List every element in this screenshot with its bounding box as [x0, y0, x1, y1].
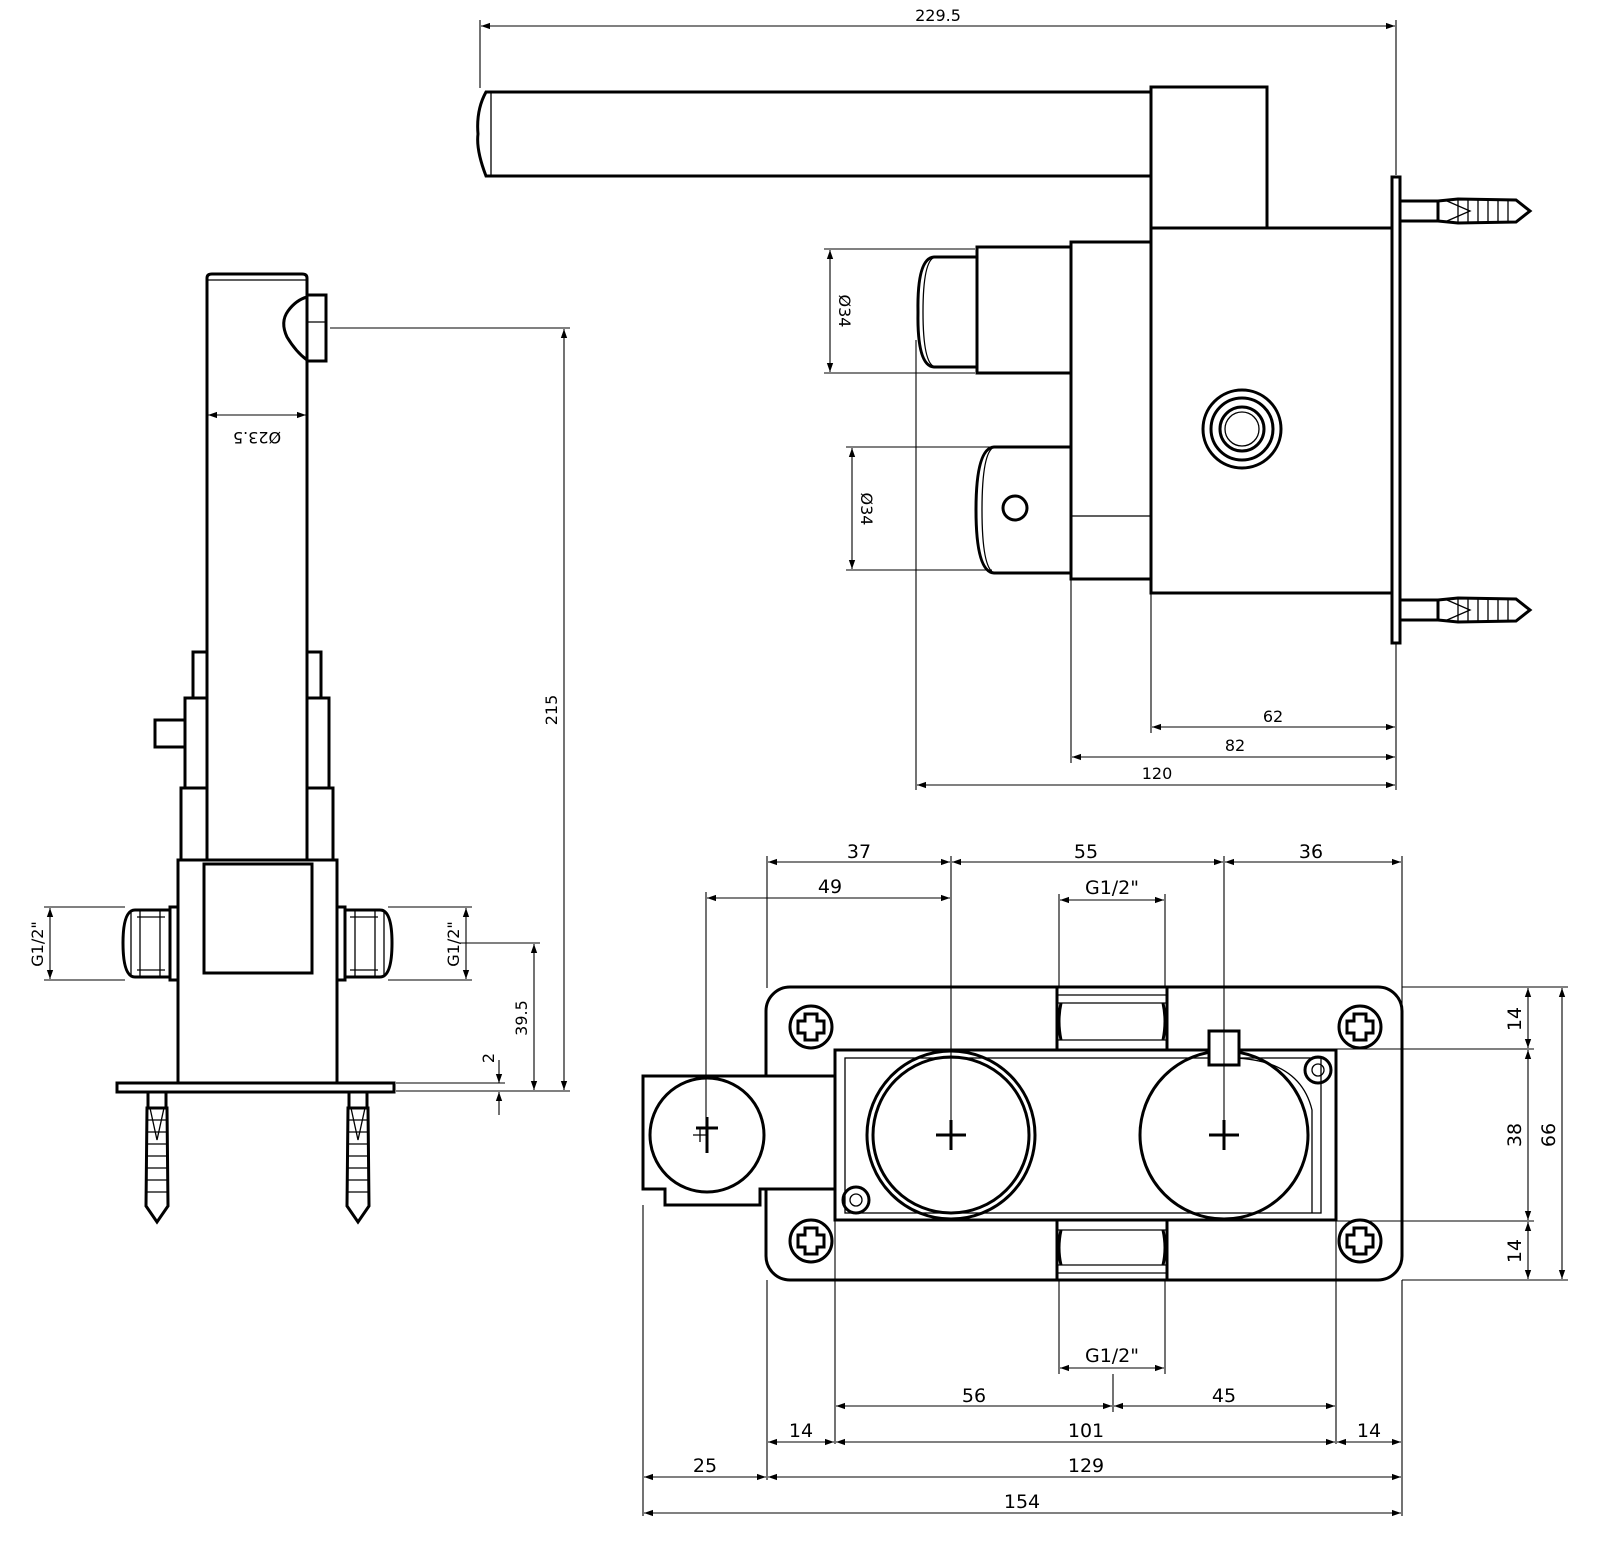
- dim-14-bottom: 14: [1504, 1239, 1526, 1263]
- wall-anchor-front-left: [144, 1090, 170, 1225]
- screw-icon: [788, 1004, 834, 1050]
- dim-inlet-right-thread: G1/2": [444, 921, 463, 967]
- screw-icon: [1337, 1004, 1383, 1050]
- wall-anchor-bottom: [1398, 596, 1533, 624]
- dim-49: 49: [818, 876, 842, 898]
- wall-anchor-front-right: [345, 1090, 371, 1225]
- dim-215: 215: [542, 695, 561, 726]
- dim-39-5: 39.5: [512, 1000, 531, 1036]
- dim-inlet-left-thread: G1/2": [28, 921, 47, 967]
- dim-55: 55: [1074, 841, 1098, 863]
- top-view: 37 55 36 49 G1/2" 14 38 14 66 G1/2": [641, 841, 1568, 1517]
- side-view: 229.5 Ø34 Ø34 62 82 120: [476, 6, 1533, 790]
- inlet-right: [335, 905, 394, 982]
- dim-14-top: 14: [1504, 1007, 1526, 1031]
- dim-120: 120: [1142, 764, 1173, 783]
- dim-14-right: 14: [1357, 1420, 1381, 1442]
- dim-82: 82: [1225, 736, 1245, 755]
- dim-knob-bottom-dia: Ø34: [857, 493, 876, 526]
- dim-25: 25: [693, 1455, 717, 1477]
- dim-129: 129: [1068, 1455, 1104, 1477]
- dim-154: 154: [1004, 1491, 1040, 1513]
- dim-101: 101: [1068, 1420, 1104, 1442]
- dim-spout-dia: Ø23.5: [233, 428, 281, 447]
- dim-36: 36: [1299, 841, 1323, 863]
- dim-plate-2: 2: [479, 1053, 498, 1063]
- screw-icon: [1337, 1218, 1383, 1264]
- inlet-top: [1055, 985, 1169, 1052]
- dim-thread-top: G1/2": [1085, 877, 1139, 899]
- dim-45: 45: [1212, 1385, 1236, 1407]
- wall-anchor-top: [1398, 197, 1533, 225]
- dim-38: 38: [1504, 1123, 1526, 1147]
- dim-66: 66: [1538, 1123, 1560, 1147]
- dim-thread-bottom: G1/2": [1085, 1345, 1139, 1367]
- inlet-bottom: [1055, 1218, 1169, 1282]
- screw-icon: [788, 1218, 834, 1264]
- dim-37: 37: [847, 841, 871, 863]
- dim-knob-top-dia: Ø34: [835, 295, 854, 328]
- front-view: Ø23.5 215 G1/2" G1/2" 39.5 2: [28, 272, 570, 1225]
- dim-56: 56: [962, 1385, 986, 1407]
- inlet-left: [121, 905, 180, 982]
- dim-229-5: 229.5: [915, 6, 961, 25]
- dim-62: 62: [1263, 707, 1283, 726]
- dim-14-left: 14: [789, 1420, 813, 1442]
